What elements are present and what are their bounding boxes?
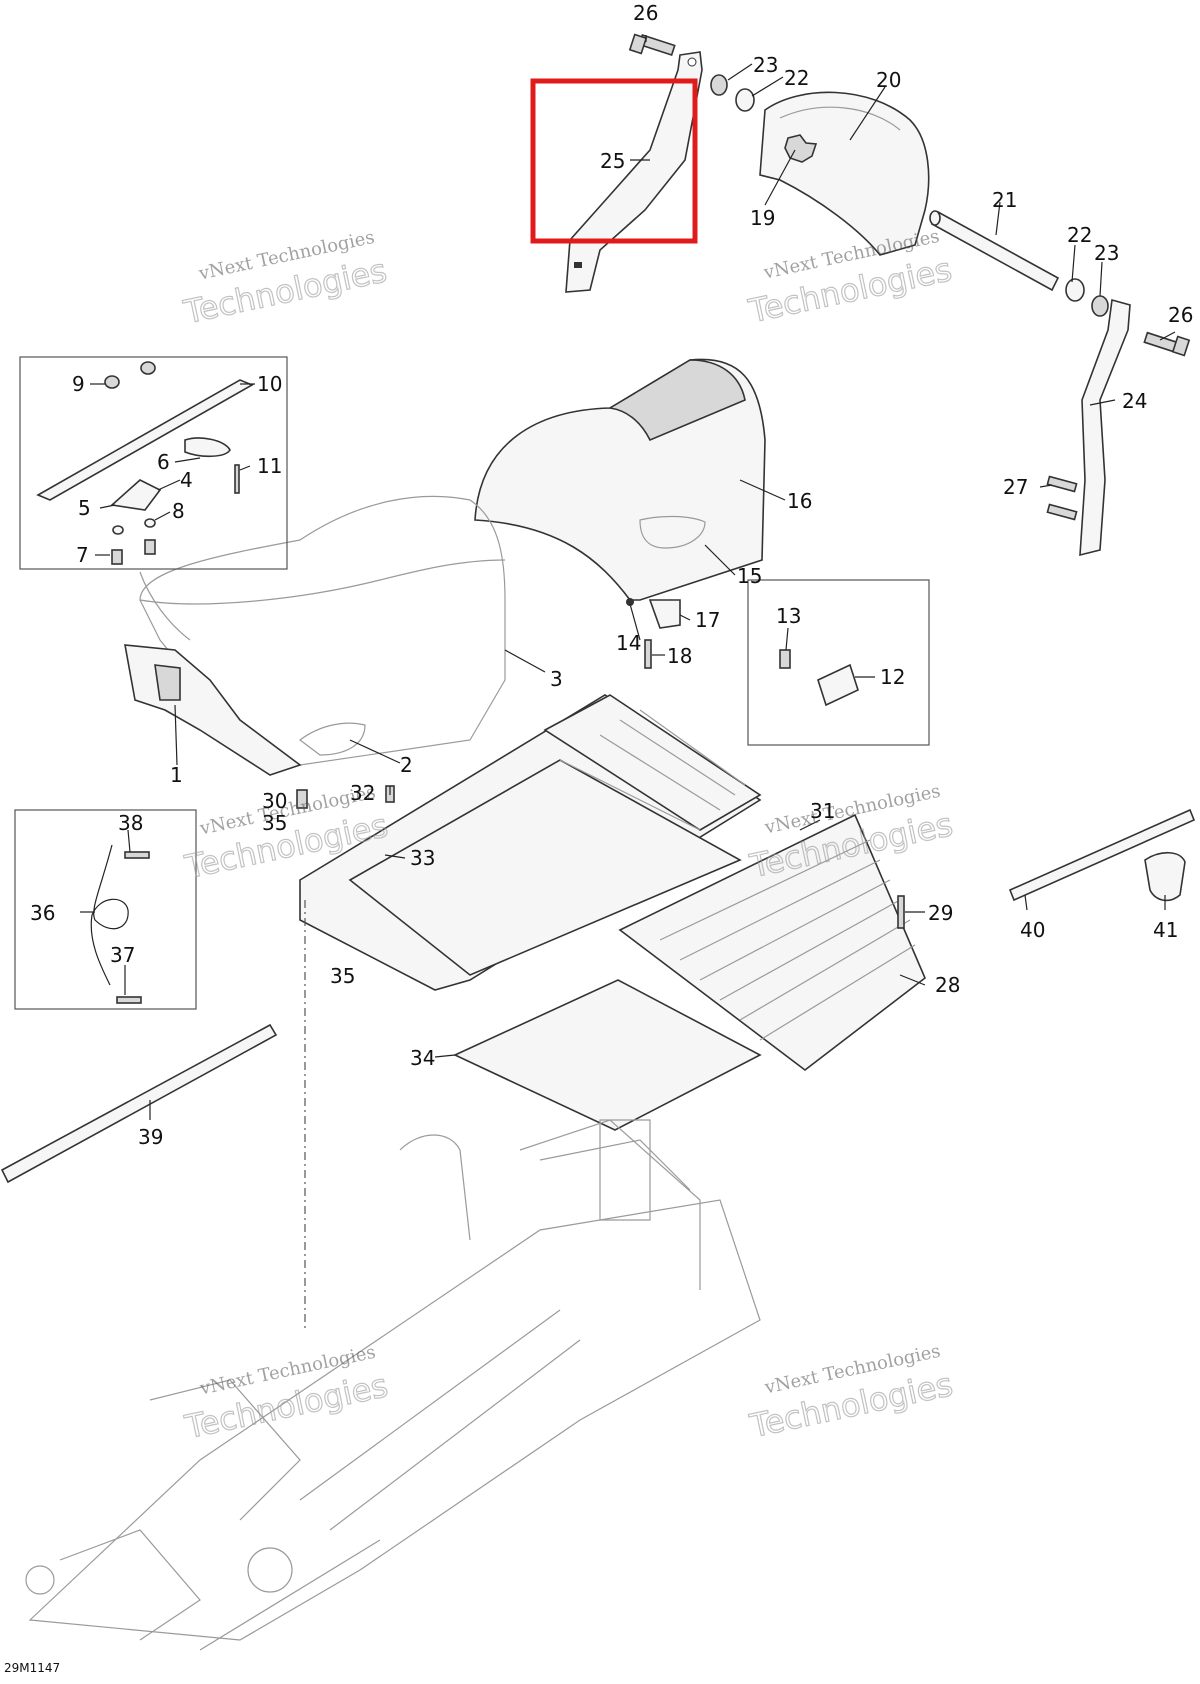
callout-35: 35 — [330, 964, 355, 988]
rear-seat-box — [474, 358, 766, 601]
callout-7: 7 — [76, 543, 89, 567]
tether-cable — [90, 844, 150, 1004]
inset-box-tether — [14, 809, 197, 1010]
small-hardware-inset — [104, 361, 240, 565]
washers-right — [1065, 278, 1109, 317]
callout-34: 34 — [410, 1046, 435, 1070]
callout-18: 18 — [667, 644, 692, 668]
rear-frame — [299, 694, 762, 991]
callout-37: 37 — [110, 943, 135, 967]
callout-23: 23 — [753, 53, 778, 77]
seat-latch — [110, 479, 162, 511]
highlight-box — [530, 78, 698, 244]
callout-8: 8 — [172, 499, 185, 523]
trim-strip-40 — [1008, 808, 1196, 902]
callout-13: 13 — [776, 604, 801, 628]
rear-deck-grate — [618, 813, 926, 1072]
callout-10: 10 — [257, 372, 282, 396]
main-seat — [139, 495, 506, 766]
seat-rail — [36, 379, 254, 501]
callout-11: 11 — [257, 454, 282, 478]
chassis — [25, 1119, 761, 1651]
callout-26: 26 — [633, 1, 658, 25]
drawing-code: 29M1147 — [4, 1661, 60, 1675]
callout-3: 3 — [550, 667, 563, 691]
callout-16: 16 — [787, 489, 812, 513]
leader-lines — [80, 35, 1176, 1120]
callout-24: 24 — [1122, 389, 1147, 413]
washers-top-left — [710, 74, 755, 112]
backrest-bracket-right — [1079, 298, 1131, 557]
callout-32: 32 — [350, 781, 375, 805]
inset-arrow — [139, 571, 191, 641]
callout-20: 20 — [876, 68, 901, 92]
pivot-rod — [929, 210, 1060, 292]
screws-bracket-right — [1046, 475, 1078, 521]
foam-pad — [453, 979, 762, 1131]
backrest-cushion — [759, 91, 930, 256]
callout-35: 35 — [262, 811, 287, 835]
callout-9: 9 — [72, 372, 85, 396]
callout-19: 19 — [750, 206, 775, 230]
callout-25: 25 — [600, 149, 625, 173]
callout-39: 39 — [138, 1125, 163, 1149]
callouts: 26 23 22 20 25 19 21 22 23 26 24 27 9 10… — [30, 1, 1193, 1149]
callout-28: 28 — [935, 973, 960, 997]
seat-end-cap — [124, 644, 302, 776]
callout-22: 22 — [1067, 223, 1092, 247]
callout-2: 2 — [400, 753, 413, 777]
callout-21: 21 — [992, 188, 1017, 212]
callout-33: 33 — [410, 846, 435, 870]
callout-22: 22 — [784, 66, 809, 90]
clip-and-pin — [626, 598, 681, 669]
backrest-bracket-left — [565, 51, 703, 293]
hinge — [779, 649, 859, 707]
callout-27: 27 — [1003, 475, 1028, 499]
callout-17: 17 — [695, 608, 720, 632]
screw-29 — [897, 895, 905, 929]
inset-box-hinge — [747, 579, 930, 746]
callout-41: 41 — [1153, 918, 1178, 942]
callout-40: 40 — [1020, 918, 1045, 942]
callout-1: 1 — [170, 763, 183, 787]
callout-6: 6 — [157, 450, 170, 474]
callout-31: 31 — [810, 799, 835, 823]
callout-12: 12 — [880, 665, 905, 689]
callout-29: 29 — [928, 901, 953, 925]
callout-26: 26 — [1168, 303, 1193, 327]
callout-4: 4 — [180, 468, 193, 492]
screw-top-left — [628, 33, 676, 57]
screw-right — [1143, 331, 1191, 357]
inset-box-seat-hardware — [19, 356, 288, 570]
trim-strip-39 — [0, 1023, 278, 1184]
callout-5: 5 — [78, 496, 91, 520]
end-cap-41 — [1144, 851, 1186, 902]
callout-14: 14 — [616, 631, 641, 655]
callout-30: 30 — [262, 789, 287, 813]
callout-15: 15 — [737, 564, 762, 588]
callout-36: 36 — [30, 901, 55, 925]
callout-38: 38 — [118, 811, 143, 835]
callout-23: 23 — [1094, 241, 1119, 265]
